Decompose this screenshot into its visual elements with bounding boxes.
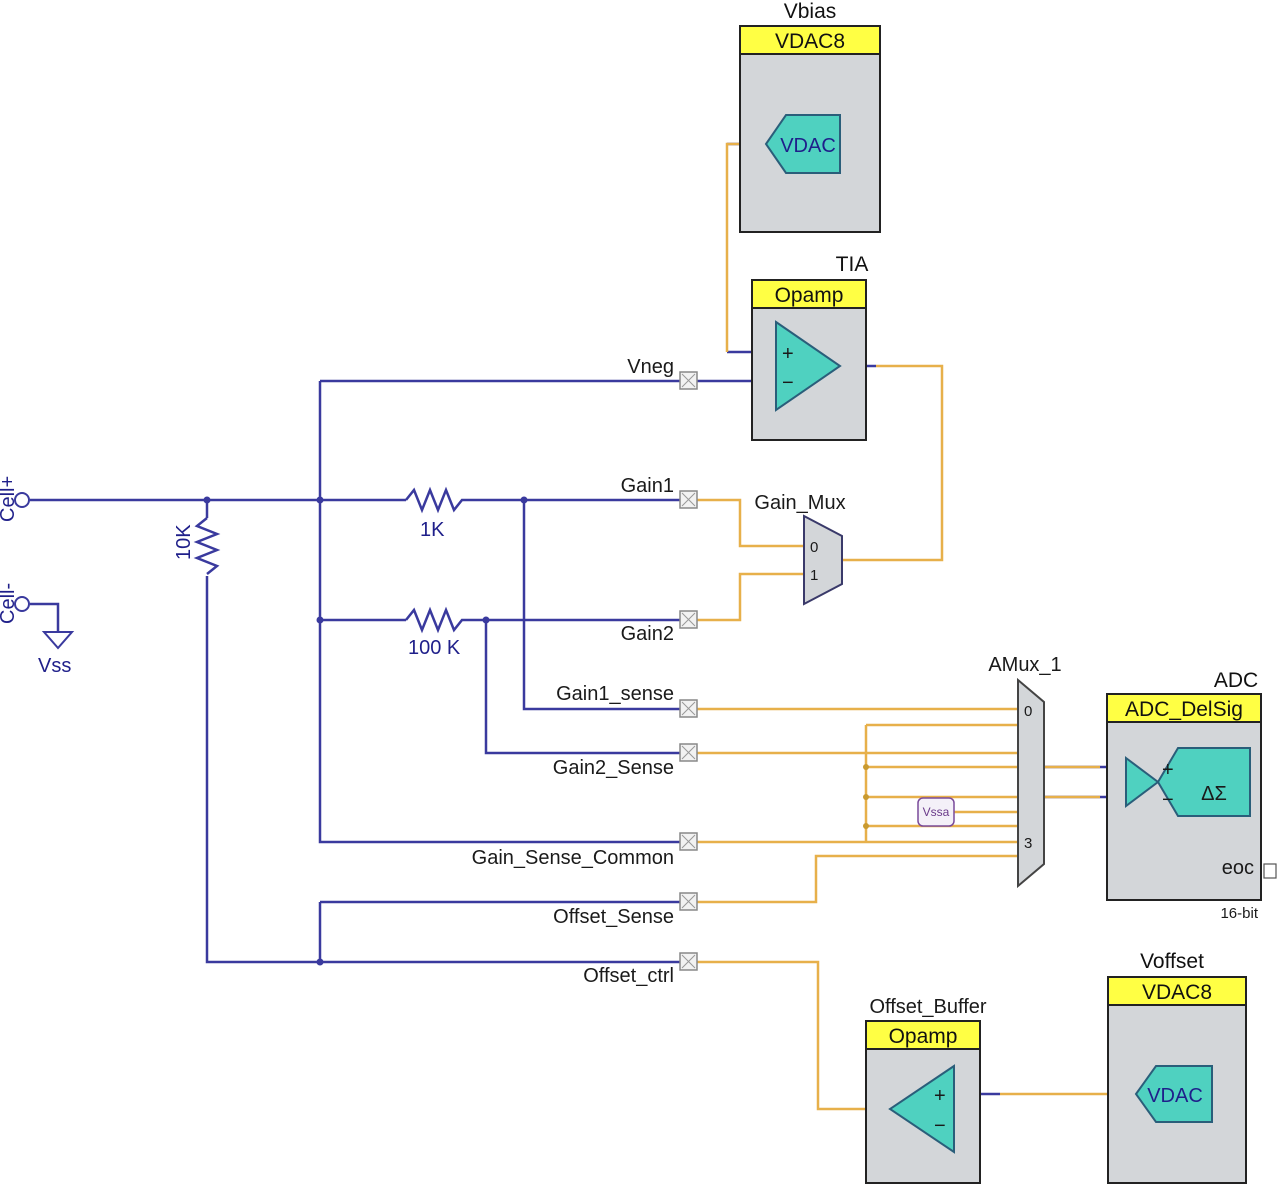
amux-component[interactable]: AMux_1 0 3	[988, 654, 1062, 889]
routed-wires	[696, 142, 1110, 1111]
pin-offset-ctrl[interactable]: Offset_ctrl	[583, 952, 698, 987]
pin-gain-sense-common-label: Gain_Sense_Common	[472, 847, 674, 869]
resistor-100k-label: 100 K	[408, 637, 461, 659]
amux-instance-name: AMux_1	[988, 654, 1061, 676]
offset-buffer-plus: +	[934, 1085, 946, 1107]
offset-buffer-type: Opamp	[889, 1025, 958, 1048]
pin-gain1-sense[interactable]: Gain1_sense	[556, 683, 698, 718]
vbias-symbol: VDAC	[780, 135, 836, 157]
pin-vneg-label: Vneg	[627, 356, 674, 378]
adc-eoc: eoc	[1222, 857, 1254, 879]
junction-dots	[203, 496, 869, 966]
delta-sigma-icon	[1156, 747, 1251, 817]
offset-buffer-instance-name: Offset_Buffer	[869, 996, 986, 1018]
gain-mux-in0: 0	[810, 539, 818, 556]
vbias-instance-name: Vbias	[784, 0, 837, 23]
voffset-symbol: VDAC	[1147, 1085, 1203, 1107]
vdac-icon	[1134, 1065, 1213, 1123]
gain-mux-in1: 1	[810, 567, 818, 584]
vbias-component[interactable]: Vbias VDAC8 VDAC	[739, 0, 881, 233]
amux-in0: 0	[1024, 703, 1032, 720]
voffset-component[interactable]: Voffset VDAC8 VDAC	[1107, 950, 1247, 1184]
eoc-terminal[interactable]	[1263, 863, 1277, 879]
tia-minus: −	[782, 372, 794, 394]
resistor-100k[interactable]: 100 K	[405, 606, 466, 659]
gain-mux-component[interactable]: Gain_Mux 0 1	[754, 492, 846, 606]
pin-offset-sense-label: Offset_Sense	[553, 906, 674, 928]
opamp-icon	[775, 320, 842, 412]
pin-gain2-sense[interactable]: Gain2_Sense	[553, 743, 698, 779]
tia-instance-name: TIA	[836, 253, 869, 276]
adc-instance-name: ADC	[1214, 669, 1258, 692]
tia-component[interactable]: TIA Opamp + −	[751, 253, 869, 441]
vss-ground-icon: Vss	[38, 631, 75, 677]
adc-resolution: 16-bit	[1220, 905, 1258, 922]
amux-in3: 3	[1024, 835, 1032, 852]
vssa-label: Vssa	[923, 805, 950, 819]
vdac-icon	[764, 114, 841, 174]
cell-plus-label: Cell+	[0, 476, 19, 522]
pin-gain2[interactable]: Gain2	[621, 610, 698, 645]
resistor-10k-label: 10K	[173, 524, 195, 560]
voffset-instance-name: Voffset	[1140, 950, 1204, 973]
pin-gain-sense-common[interactable]: Gain_Sense_Common	[472, 832, 698, 869]
pin-offset-ctrl-label: Offset_ctrl	[583, 965, 674, 987]
pin-gain2-label: Gain2	[621, 623, 674, 645]
adc-plus: +	[1162, 759, 1174, 781]
resistor-1k[interactable]: 1K	[405, 486, 466, 541]
cell-plus-terminal[interactable]: Cell+	[0, 476, 30, 522]
tia-type: Opamp	[775, 284, 844, 307]
pin-vneg[interactable]: Vneg	[627, 356, 698, 390]
cell-minus-label: Cell-	[0, 583, 19, 624]
resistor-10k[interactable]: 10K	[173, 517, 221, 576]
adc-minus: −	[1162, 789, 1174, 811]
gain-mux-instance-name: Gain_Mux	[754, 492, 845, 514]
pin-gain1[interactable]: Gain1	[621, 475, 698, 509]
buffer-opamp-icon	[888, 1064, 955, 1154]
pin-gain1-label: Gain1	[621, 475, 674, 497]
cell-minus-terminal[interactable]: Cell-	[0, 583, 30, 624]
mux-icon	[803, 514, 843, 606]
pin-gain2-sense-label: Gain2_Sense	[553, 757, 674, 779]
adc-symbol: ΔΣ	[1201, 783, 1227, 805]
offset-buffer-component[interactable]: Offset_Buffer Opamp + −	[865, 996, 987, 1184]
pin-gain1-sense-label: Gain1_sense	[556, 683, 674, 705]
resistor-1k-label: 1K	[420, 519, 445, 541]
adc-buffer-icon	[1125, 756, 1160, 808]
vssa-tag[interactable]: Vssa	[917, 797, 955, 827]
tia-plus: +	[782, 343, 794, 365]
analog-mux-icon	[1017, 677, 1045, 889]
vss-label: Vss	[38, 655, 71, 677]
adc-component[interactable]: ADC ADC_DelSig + − ΔΣ eoc 16-bit	[1106, 669, 1277, 922]
offset-buffer-minus: −	[934, 1115, 946, 1137]
pin-offset-sense[interactable]: Offset_Sense	[553, 892, 698, 928]
voffset-type: VDAC8	[1142, 981, 1212, 1004]
adc-type: ADC_DelSig	[1125, 698, 1243, 721]
vbias-type: VDAC8	[775, 30, 845, 53]
